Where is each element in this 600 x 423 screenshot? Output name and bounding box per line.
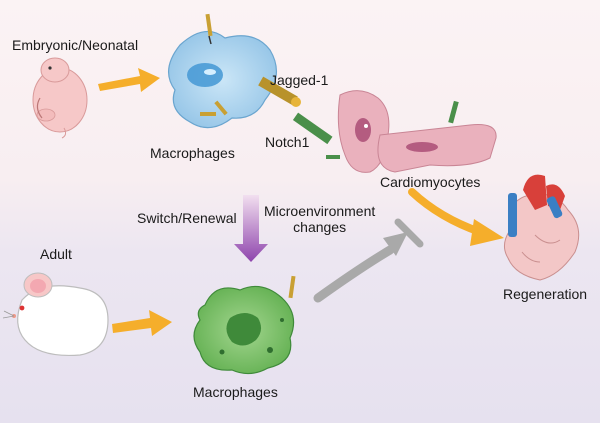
label-microenvironment-line1: Microenvironment [264, 203, 376, 219]
label-microenvironment-changes: Microenvironment changes [264, 203, 375, 235]
label-cardiomyocytes: Cardiomyocytes [380, 174, 481, 190]
label-jagged-1: Jagged-1 [270, 72, 329, 88]
cardiomyocyte-right-icon [377, 100, 497, 173]
arrow-embryo-to-macrophage [98, 68, 160, 92]
jagged-1-ligand-icon [258, 76, 301, 107]
heart-icon [504, 174, 580, 281]
arrow-adult-to-macrophage [112, 310, 172, 336]
cardiomyocyte-left-icon [326, 90, 390, 173]
notch1-receptor-icon [292, 112, 333, 145]
label-macrophages-bottom: Macrophages [193, 384, 278, 400]
label-switch-renewal: Switch/Renewal [137, 210, 237, 226]
label-notch1: Notch1 [265, 134, 310, 150]
label-embryonic-neonatal: Embryonic/Neonatal [12, 37, 139, 53]
label-microenvironment-line2: changes [293, 219, 347, 236]
label-adult: Adult [40, 246, 72, 262]
blue-macrophage-icon [168, 13, 277, 129]
adult-mouse-icon [2, 272, 109, 357]
embryo-icon [32, 57, 88, 139]
arrow-gray-blocked [313, 245, 395, 303]
green-macrophage-icon [193, 275, 296, 375]
arrow-switch-renewal [234, 195, 268, 262]
label-macrophages-top: Macrophages [150, 145, 235, 161]
label-regeneration: Regeneration [503, 286, 588, 302]
arrow-cardiomyocytes-to-heart [408, 188, 484, 236]
